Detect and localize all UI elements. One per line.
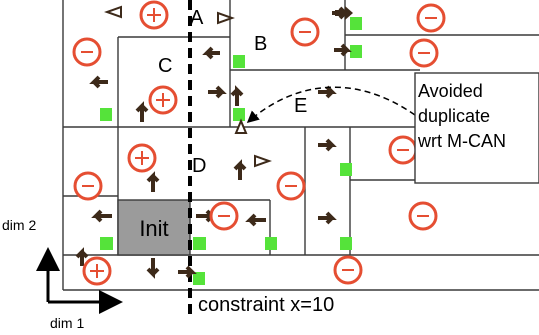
- axis-dim2-label: dim 2: [2, 217, 36, 233]
- direction-arrows: [75, 6, 353, 279]
- green-square-icon: [265, 237, 277, 250]
- hollow-arrow-icon: [234, 118, 248, 134]
- circle-node-icon: [148, 85, 178, 115]
- direction-arrow-icon: [230, 85, 244, 106]
- direction-arrow-icon: [146, 258, 160, 279]
- direction-arrow-icon: [318, 211, 337, 225]
- green-square-icon: [100, 108, 112, 121]
- direction-arrow-icon: [202, 46, 220, 60]
- circle-node-icon: [276, 171, 306, 201]
- callout-pointer: [246, 86, 416, 123]
- green-square-icon: [340, 237, 352, 250]
- direction-arrow-icon: [208, 85, 227, 99]
- init-zone: Init: [117, 199, 191, 256]
- direction-arrow-icon: [178, 265, 197, 279]
- direction-arrow-icon: [332, 6, 350, 20]
- direction-arrow-icon: [233, 159, 247, 180]
- hollow-arrow-icon: [254, 154, 272, 168]
- zone-label-e: E: [294, 95, 307, 117]
- direction-arrow-icon: [75, 247, 89, 266]
- direction-arrow-icon: [135, 101, 149, 122]
- green-square-icon: [350, 45, 362, 58]
- green-square-icon: [233, 55, 245, 68]
- callout-line-2: duplicate: [418, 106, 490, 126]
- circle-node-icon: [139, 0, 169, 30]
- green-square-icon: [193, 237, 206, 250]
- green-markers: [100, 17, 362, 285]
- zone-labels: A B C D E: [158, 7, 307, 177]
- zone-label-c: C: [158, 55, 172, 77]
- callout-line-1: Avoided: [418, 81, 483, 101]
- circle-node-icon: [408, 201, 438, 231]
- direction-arrow-icon: [89, 75, 108, 89]
- zone-label-d: D: [192, 155, 206, 177]
- constraint-label: constraint x=10: [198, 294, 334, 316]
- axes: dim 2 dim 1: [2, 217, 123, 331]
- axis-dim1-label: dim 1: [50, 315, 84, 331]
- circle-node-icon: [290, 17, 320, 47]
- nodes: [72, 0, 446, 286]
- callout-line-3: wrt M-CAN: [417, 131, 506, 151]
- hollow-arrows: [104, 5, 272, 168]
- green-square-icon: [350, 17, 362, 30]
- green-square-icon: [340, 163, 352, 176]
- green-square-icon: [100, 237, 113, 250]
- circle-node-icon: [409, 38, 439, 68]
- callout: Avoided duplicate wrt M-CAN: [246, 72, 539, 184]
- green-square-icon: [233, 108, 245, 121]
- circle-node-icon: [82, 256, 112, 286]
- direction-arrow-icon: [146, 171, 160, 192]
- circle-node-icon: [127, 143, 157, 173]
- circle-node-icon: [333, 255, 363, 285]
- direction-arrow-icon: [318, 85, 337, 99]
- hollow-arrow-icon: [217, 11, 235, 25]
- zone-label-a: A: [190, 7, 204, 29]
- hollow-arrow-icon: [104, 5, 122, 19]
- circle-node-icon: [72, 37, 102, 67]
- circle-node-icon: [416, 3, 446, 33]
- green-square-icon: [193, 272, 205, 285]
- circle-node-icon: [388, 135, 418, 165]
- circle-node-icon: [73, 171, 103, 201]
- direction-arrow-icon: [334, 43, 352, 57]
- init-label: Init: [139, 216, 168, 241]
- direction-arrow-icon: [245, 213, 266, 227]
- zone-label-b: B: [254, 33, 267, 55]
- direction-arrow-icon: [318, 138, 337, 152]
- circle-node-icon: [209, 201, 239, 231]
- direction-arrow-icon: [91, 209, 112, 223]
